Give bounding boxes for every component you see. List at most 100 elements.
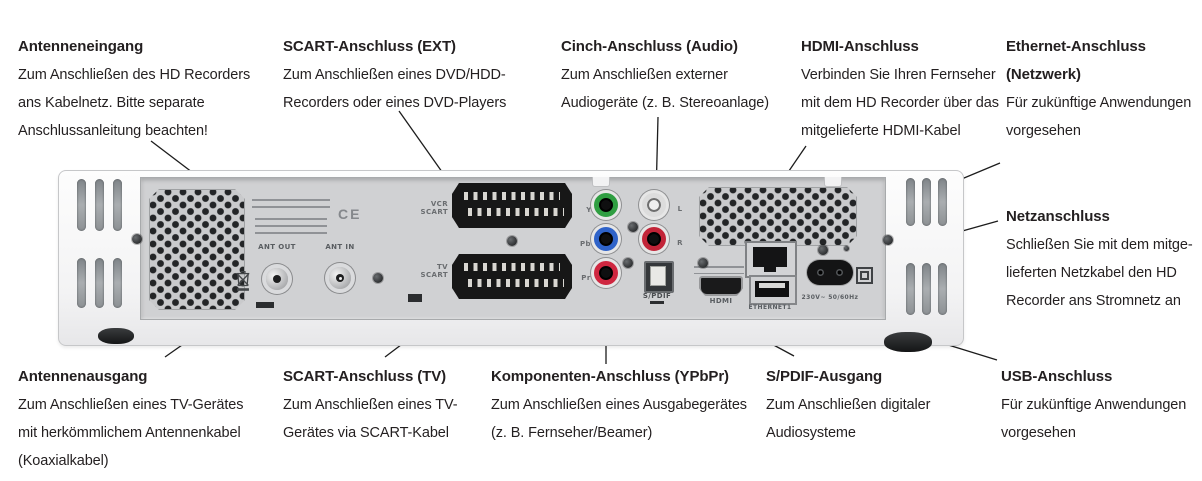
ant-out-label: ANT OUT [258,243,296,251]
vent-slot [906,263,915,315]
note-line: Zum Anschließen digitaler [766,397,931,413]
screw [698,258,708,268]
note-line: Zum Anschließen eines TV- [283,397,458,413]
component-pb-label: Pb [580,240,591,248]
note-line: Audiosysteme [766,425,856,441]
note-line: Recorder ans Stromnetz an [1006,293,1181,309]
spec-sticker [255,218,327,238]
note-line: vorgesehen [1001,425,1076,441]
device-foot [98,328,134,344]
vent-slot [95,179,104,231]
screw [818,245,828,255]
note-line: Für zukünftige Anwendungen [1006,95,1192,111]
audio-r-label: R [677,239,683,247]
annotation-usb: USB-Anschluss Für zukünftige Anwendungen… [1001,363,1186,447]
hdmi-info-text [694,266,744,274]
annotation-spdif: S/PDIF-Ausgang Zum Anschließen digitaler… [766,363,930,447]
ce-mark: CE [338,206,362,222]
note-line: Anschlussanleitung beachten! [18,123,208,139]
panel-tab [824,177,842,187]
component-pb-jack [594,227,618,251]
component-pr-jack [594,261,618,285]
panel-detail [256,302,274,308]
note-line: (Koaxialkabel) [18,453,109,469]
screw [844,246,849,251]
annotation-title: USB-Anschluss [1001,368,1113,385]
annotation-antennenausgang: Antennenausgang Zum Anschließen eines TV… [18,363,244,475]
note-line: Für zukünftige Anwendungen [1001,397,1187,413]
vent-slot [938,263,947,315]
component-y-label: Y [586,206,592,214]
note-line: Zum Anschließen eines Ausgabegerätes [491,397,747,413]
vent-slot [938,178,947,226]
screw [507,236,517,246]
screw [623,258,633,268]
spec-sticker [252,199,330,212]
spdif-sub-label [650,301,664,304]
annotation-title: Antennenausgang [18,368,148,385]
panel-detail [408,294,422,302]
spdif-label: S/PDIF [642,292,672,300]
vent-slot [113,179,122,231]
double-insulation-icon [856,267,873,284]
component-y-jack [594,193,618,217]
spdif-port [644,261,674,293]
annotation-scart-tv: SCART-Anschluss (TV) Zum Anschließen ein… [283,363,458,447]
vent-slot [922,178,931,226]
power-inlet [807,260,853,285]
audio-l-jack [642,193,666,217]
annotation-title: SCART-Anschluss (TV) [283,368,447,385]
hdmi-label: HDMI [709,297,733,305]
ethernet-label: ETHERNET1 [748,304,792,311]
vent-slot [906,178,915,226]
note-line: vorgesehen [1006,123,1081,139]
hdmi-port [699,276,743,296]
power-rating-label: 230V~ 50/60Hz [801,294,859,301]
note-line: ans Kabelnetz. Bitte separate [18,95,205,111]
screw [132,234,142,244]
note-line: Zum Anschließen eines TV-Gerätes [18,397,244,413]
vent-grille-right [699,187,857,246]
note-line: Recorders oder eines DVD-Players [283,95,507,111]
annotation-cinch-audio: Cinch-Anschluss (Audio) Zum Anschließen … [561,33,769,117]
annotation-title: Antenneneingang [18,38,144,55]
scart-ext-port [452,183,572,228]
weee-icon [236,270,250,291]
vent-slot [95,258,104,308]
vent-slot [77,179,86,231]
annotation-komponenten: Komponenten-Anschluss (YPbPr) Zum Anschl… [491,363,747,447]
annotation-ethernet: Ethernet-Anschluss (Netzwerk) Für zukünf… [1006,33,1191,145]
note-line: Schließen Sie mit dem mitge- [1006,237,1193,253]
annotation-title: HDMI-Anschluss [801,38,919,55]
device-foot [884,332,932,352]
annotation-hdmi: HDMI-Anschluss Verbinden Sie Ihren Ferns… [801,33,999,145]
note-line: Verbinden Sie Ihren Fernseher [801,67,996,83]
screw [373,273,383,283]
scart-tv-port [452,254,572,299]
vent-slot [922,263,931,315]
vent-slot [113,258,122,308]
vcr-scart-label: VCR SCART [420,200,448,216]
panel-tab [592,177,610,187]
annotation-title: Netzanschluss [1006,208,1110,225]
annotation-title: Komponenten-Anschluss (YPbPr) [491,368,729,385]
vent-slot [77,258,86,308]
note-line: Zum Anschließen eines DVD/HDD- [283,67,506,83]
screw [883,235,893,245]
ant-in-connector [329,267,351,289]
screw [628,222,638,232]
annotation-title: Cinch-Anschluss (Audio) [561,38,738,55]
annotation-title: (Netzwerk) [1006,66,1081,83]
ethernet-port [745,241,797,278]
ant-in-label: ANT IN [325,243,355,251]
annotation-scart-ext: SCART-Anschluss (EXT) Zum Anschließen ei… [283,33,506,117]
annotation-title: S/PDIF-Ausgang [766,368,883,385]
audio-l-label: L [677,205,683,213]
note-line: mitgelieferte HDMI-Kabel [801,123,961,139]
ant-out-connector [266,268,288,290]
component-pr-label: Pr [581,274,591,282]
note-line: Zum Anschließen externer [561,67,728,83]
usb-port [749,275,797,305]
note-line: (z. B. Fernseher/Beamer) [491,425,653,441]
